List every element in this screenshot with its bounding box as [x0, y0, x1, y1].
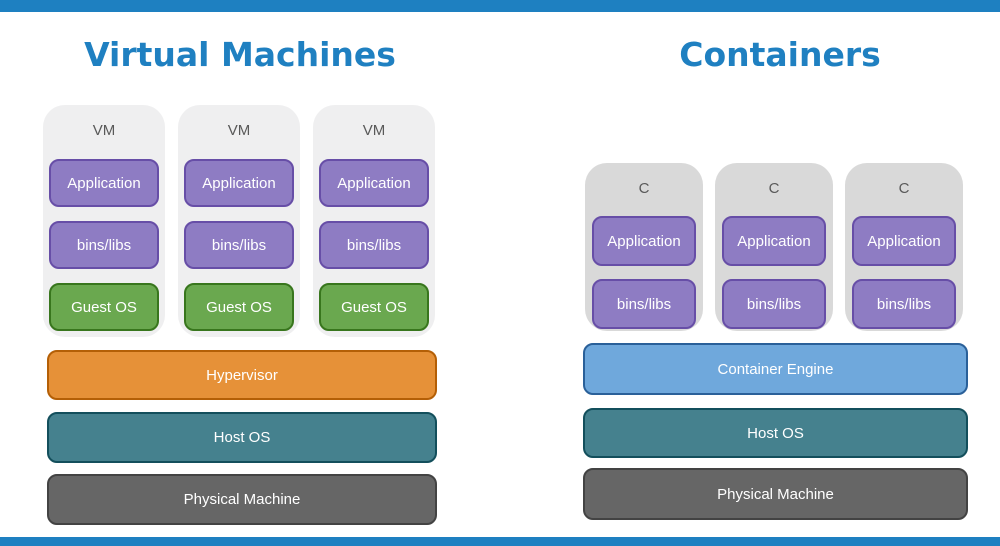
vm-column-label: VM: [227, 122, 251, 139]
bins-libs-box: bins/libs: [184, 221, 294, 269]
guest-os-box: Guest OS: [184, 283, 294, 331]
physical-machine-layer-left: Physical Machine: [47, 474, 437, 525]
vm-column-label: VM: [362, 122, 386, 139]
vm-column-label: VM: [92, 122, 116, 139]
bins-libs-box: bins/libs: [319, 221, 429, 269]
hypervisor-layer: Hypervisor: [47, 350, 437, 400]
container-columns-row: C Application bins/libs C Application bi…: [585, 163, 963, 331]
container-engine-layer: Container Engine: [583, 343, 968, 395]
container-column-3: C Application bins/libs: [845, 163, 963, 331]
container-column-label: C: [768, 180, 780, 197]
container-column-label: C: [638, 180, 650, 197]
bottom-accent-bar: [0, 537, 1000, 546]
bins-libs-box: bins/libs: [852, 279, 956, 329]
containers-section-title: Containers: [679, 35, 881, 74]
application-box: Application: [49, 159, 159, 207]
host-os-layer-right: Host OS: [583, 408, 968, 458]
vm-column-2: VM Application bins/libs Guest OS: [178, 105, 300, 337]
bins-libs-box: bins/libs: [592, 279, 696, 329]
vm-column-1: VM Application bins/libs Guest OS: [43, 105, 165, 337]
vm-section-title: Virtual Machines: [84, 35, 396, 74]
container-column-label: C: [898, 180, 910, 197]
top-accent-bar: [0, 0, 1000, 12]
application-box: Application: [852, 216, 956, 266]
vm-column-3: VM Application bins/libs Guest OS: [313, 105, 435, 337]
container-column-2: C Application bins/libs: [715, 163, 833, 331]
application-box: Application: [319, 159, 429, 207]
application-box: Application: [592, 216, 696, 266]
guest-os-box: Guest OS: [49, 283, 159, 331]
container-column-1: C Application bins/libs: [585, 163, 703, 331]
vm-columns-row: VM Application bins/libs Guest OS VM App…: [43, 105, 435, 337]
host-os-layer-left: Host OS: [47, 412, 437, 463]
application-box: Application: [722, 216, 826, 266]
physical-machine-layer-right: Physical Machine: [583, 468, 968, 520]
bins-libs-box: bins/libs: [49, 221, 159, 269]
bins-libs-box: bins/libs: [722, 279, 826, 329]
guest-os-box: Guest OS: [319, 283, 429, 331]
application-box: Application: [184, 159, 294, 207]
